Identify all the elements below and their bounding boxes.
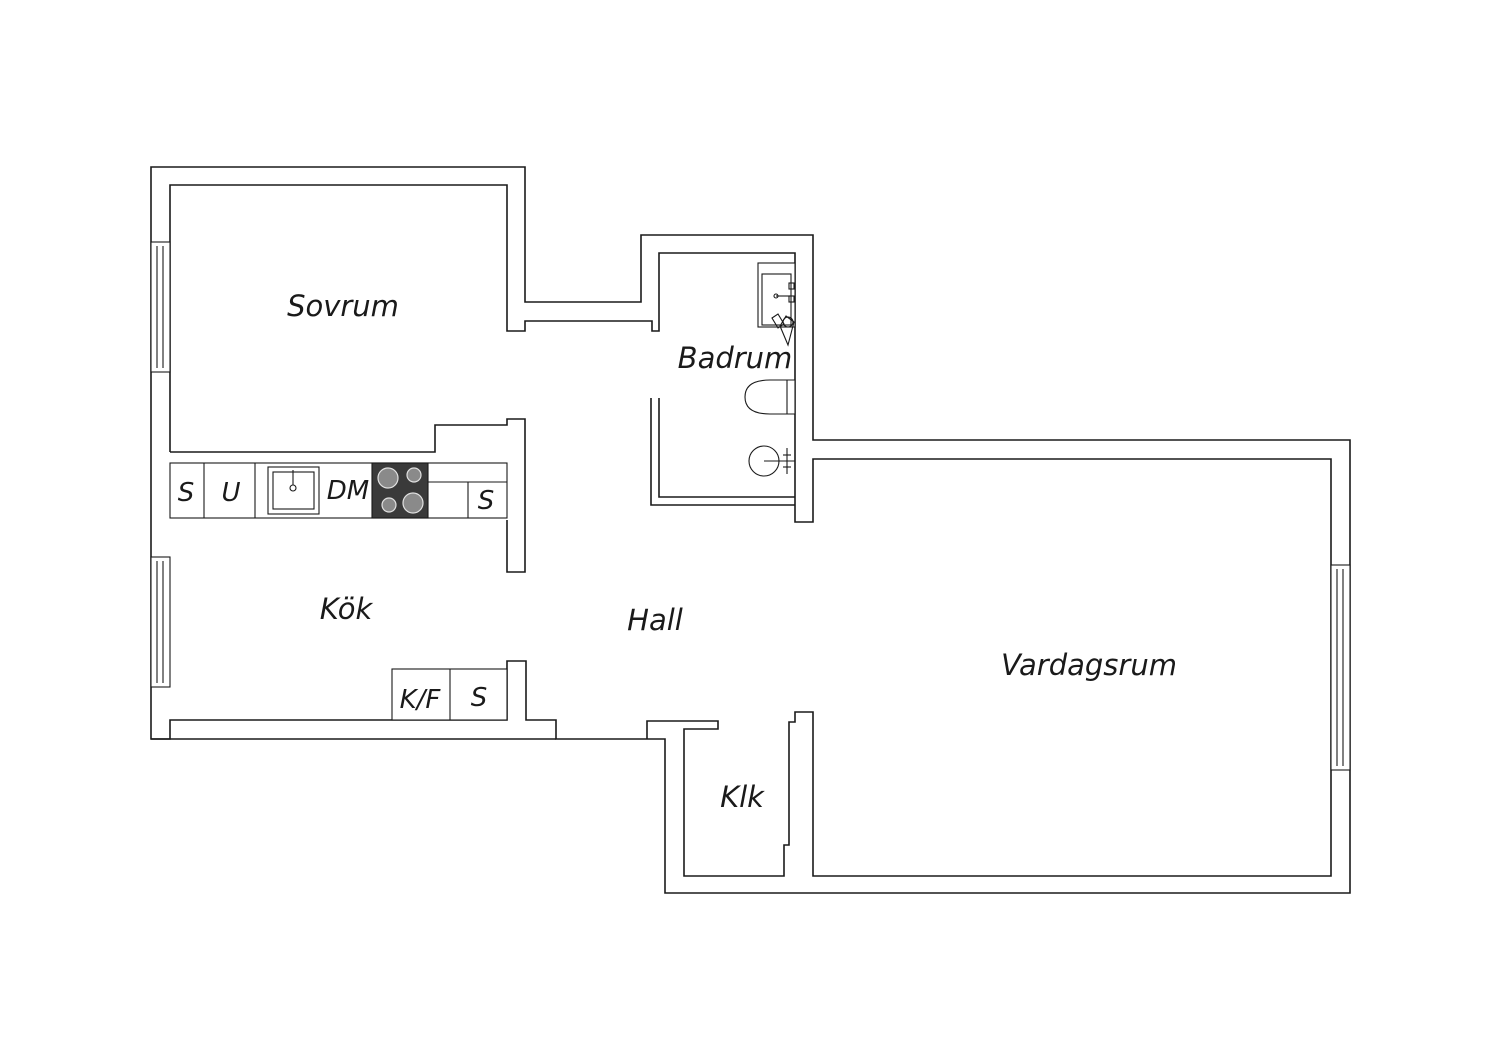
cabinet-label-u: U: [221, 478, 240, 508]
cabinet-label-s: S: [471, 683, 488, 713]
stove-icon: [371, 462, 429, 519]
badrum-left-wall: [650, 398, 795, 506]
fridge-freezer-label: K/F: [400, 685, 442, 715]
room-label-vardagsrum: Vardagsrum: [1001, 648, 1177, 682]
room-label-kok: Kök: [320, 592, 374, 626]
shower-icon: [771, 313, 795, 347]
cabinet-label-s: S: [178, 478, 195, 508]
outer-wall: [150, 166, 1351, 894]
room-label-sovrum: Sovrum: [287, 289, 399, 323]
window-vardagsrum: [1330, 564, 1351, 771]
kitchen-counter: [169, 462, 508, 519]
window-sovrum: [150, 241, 171, 373]
bathroom-cabinet-icon: [757, 262, 796, 328]
kitchen-lower-cabinets: [391, 668, 508, 721]
cabinet-label-s: S: [478, 486, 495, 516]
sink-icon: [267, 466, 320, 515]
dishwasher-label: DM: [327, 476, 369, 506]
sovrum-lower-wall: [170, 418, 526, 573]
room-label-hall: Hall: [627, 603, 683, 637]
toilet-icon: [744, 379, 796, 415]
window-kok: [150, 556, 171, 688]
washbasin-icon: [748, 445, 795, 477]
room-label-klk: Klk: [720, 780, 765, 814]
room-label-badrum: Badrum: [678, 341, 793, 375]
